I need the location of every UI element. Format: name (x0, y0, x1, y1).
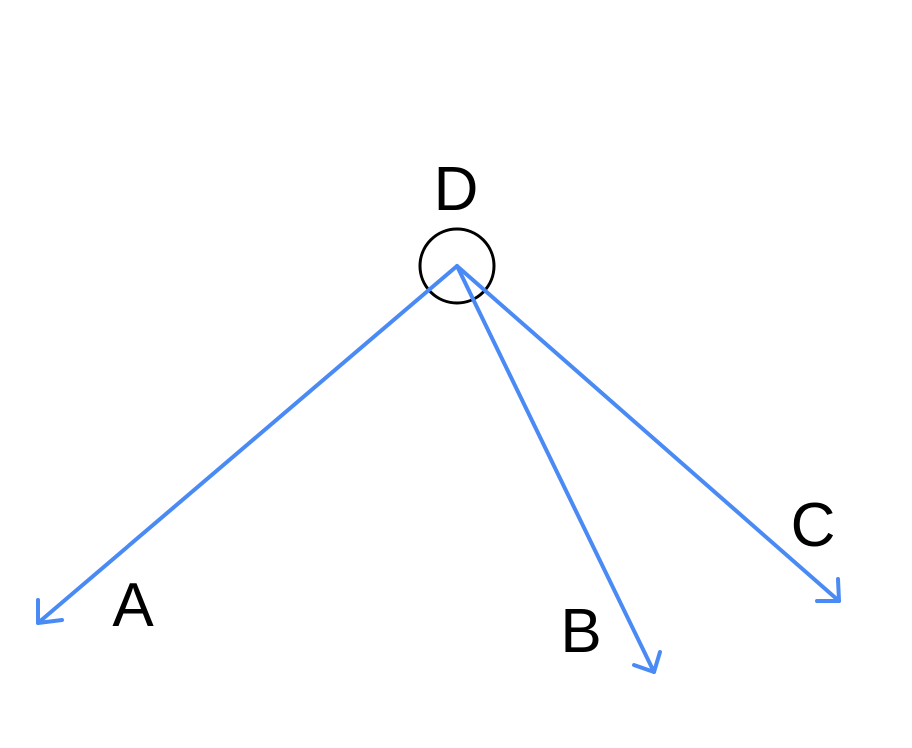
arrow-d-to-c-head (815, 577, 841, 603)
label-b: B (560, 597, 601, 666)
label-d: D (434, 155, 479, 224)
label-c: C (791, 491, 836, 560)
arrow-d-to-a-shaft (36, 264, 459, 625)
arrow-d-to-c-shaft (455, 264, 841, 603)
arrow-d-to-b (455, 264, 662, 674)
label-a: A (112, 571, 154, 640)
arrow-d-to-b-head (632, 650, 662, 674)
arrow-d-to-a (36, 264, 459, 625)
arrow-d-to-a-head (36, 598, 64, 625)
arrow-d-to-c (455, 264, 841, 603)
origin-node-circle (418, 227, 496, 305)
arrow-d-to-b-shaft (455, 264, 656, 674)
